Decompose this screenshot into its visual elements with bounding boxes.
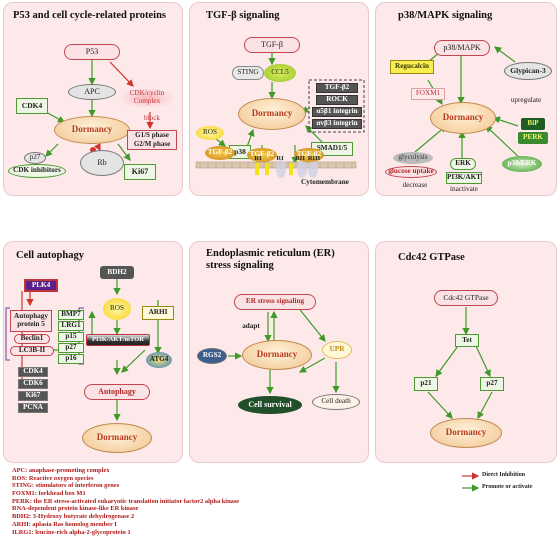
node-tgfb2-c: TGF-β2 <box>294 148 324 162</box>
node-cdk-inhibitors: CDK inhibitors <box>8 164 66 178</box>
abbreviation-list: APC: anaphase-promoting complex ROS: Rea… <box>12 467 452 536</box>
panel-title-p53: P53 and cell cycle-related proteins <box>13 10 166 21</box>
node-cell-survival: Cell survival <box>238 396 302 414</box>
node-dormancy-mapk: Dormancy <box>430 102 496 134</box>
label-inactivate: inactivate <box>450 185 478 194</box>
node-glypican: Glypican-3 <box>504 62 552 80</box>
node-a5b1-integrin: α5β1 integrin <box>312 107 362 117</box>
node-ki67-autophagy: Ki67 <box>18 391 48 401</box>
receptor-ri-2: RI <box>276 154 284 162</box>
panel-title-er-1: Endoplasmic reticulum (ER) <box>206 248 335 259</box>
node-dormancy-tgf: Dormancy <box>238 98 306 130</box>
abbr-ros: ROS: Reactive oxygen species <box>12 474 94 482</box>
abbr-arhi: ARHI: aplasia Ras homolog member I <box>12 520 117 528</box>
receptor-riii: RIII <box>307 154 321 162</box>
node-tgfb2-box: TGF-β2 <box>316 83 358 93</box>
node-cdk4: CDK4 <box>16 98 48 114</box>
abbr-ilrg1: ILRG1: leucine-rich alpha-2-glycoprotein… <box>12 528 131 536</box>
node-rock: ROCK <box>316 95 358 105</box>
node-glucose-uptake: glucose uptake <box>385 166 437 178</box>
panel-title-mapk: p38/MAPK signaling <box>398 10 493 21</box>
node-tgfb2-b: TGF-β2 <box>247 148 277 162</box>
node-cdk4-autophagy: CDK4 <box>18 367 48 377</box>
node-p16: p16 <box>58 354 84 364</box>
node-bdh2: BDH2 <box>100 266 134 279</box>
node-p15: p15 <box>58 332 84 342</box>
panel-title-er-2: stress signaling <box>206 260 274 271</box>
node-autophagy-protein5: Autophagy protein 5 <box>10 310 52 332</box>
panel-title-autophagy: Cell autophagy <box>16 250 84 261</box>
panel-title-tgf: TGF-β signaling <box>206 10 280 21</box>
node-pi3k-akt-mtor: PI3K/AKT/mTOR <box>86 334 150 346</box>
node-cdk6: CDK6 <box>18 379 48 389</box>
node-avb3-integrin: αvβ3 integrin <box>312 119 362 129</box>
node-p53: P53 <box>64 44 120 60</box>
node-upr: UPR <box>322 341 352 359</box>
label-upregulate: upregulate <box>510 96 542 105</box>
node-autophagy: Autophagy <box>84 384 150 400</box>
label-decrease: decrease <box>402 181 428 190</box>
node-perk: PERK <box>518 132 548 144</box>
node-g2m: G2/M phase <box>127 140 177 150</box>
node-atg4: ATG4 <box>146 352 172 368</box>
legend-promote-activate: Promote or activate <box>482 484 533 490</box>
panel-title-cdc42: Cdc42 GTPase <box>398 252 465 263</box>
node-glycolysis: glycolysis <box>393 152 433 164</box>
label-block: block <box>144 114 160 123</box>
receptor-ri: RI <box>254 154 262 162</box>
abbr-foxm1: FOXM1: forkhead box M1 <box>12 490 86 498</box>
node-tgfb2-a: TGF-β2 <box>205 146 235 160</box>
legend-direct-inhibition: Direct Inhibition <box>482 472 526 478</box>
abbr-perk: PERK: the ER stress-activated eukaryotic… <box>12 497 240 505</box>
node-cdc42: Cdc42 GTPase <box>434 290 498 306</box>
node-foxm1: FOXM1 <box>411 88 445 100</box>
node-dormancy-cdc42: Dormancy <box>430 418 502 448</box>
node-p27-autophagy: p27 <box>58 343 84 353</box>
node-pcna: PCNA <box>18 403 48 413</box>
node-cdk-cyclin: CDK/cyclin Complex <box>118 87 176 109</box>
node-ki67-p53: Ki67 <box>124 164 156 180</box>
node-dormancy-autophagy: Dormancy <box>82 423 152 453</box>
node-lc3b: LC3B-II <box>10 346 54 356</box>
node-ros-autophagy: ROS <box>103 298 131 320</box>
abbr-apc: APC: anaphase-promoting complex <box>12 467 110 474</box>
label-cytomembrane: Cytomembrane <box>301 178 349 187</box>
node-ccl5: CCL5 <box>264 64 296 82</box>
label-adapt: adapt <box>242 322 260 331</box>
node-regucalcin: Regucalcin <box>390 60 434 74</box>
node-g1s: G1/S phase <box>127 130 177 140</box>
node-tet: Tet <box>455 334 479 347</box>
node-dormancy-er: Dormancy <box>242 340 312 370</box>
node-er-stress: ER stress signaling <box>234 294 316 310</box>
node-p38mapk: p38/MAPK <box>434 40 490 56</box>
node-p38erk: p38/ERK <box>502 156 542 172</box>
node-cell-death: Cell death <box>312 394 360 410</box>
node-p27-p53: p27 <box>24 152 46 164</box>
node-bmp7: BMP7 <box>58 310 84 320</box>
node-p27-cdc42: p27 <box>480 377 504 391</box>
node-apc: APC <box>68 84 116 100</box>
node-sting: STING <box>232 66 264 80</box>
node-rb: Rb <box>80 150 124 176</box>
node-rgs2: RGS2 <box>197 348 227 364</box>
abbr-bdh2: BDH2: 3-Hydroxy butyrate dehydrogenase 2 <box>12 513 135 521</box>
node-ros-tgf: ROS <box>196 126 224 140</box>
node-arhi: ARHI <box>142 306 174 320</box>
node-erk: ERK <box>450 158 476 170</box>
abbr-perk-2: RNA-dependent protein kinase-like ER kin… <box>12 505 139 513</box>
node-p21: p21 <box>414 377 438 391</box>
node-tgfb: TGF-β <box>244 37 300 53</box>
node-beclin1: Beclin1 <box>14 334 50 344</box>
receptor-rii: RII <box>295 154 305 162</box>
node-plk4: PLK4 <box>24 279 58 292</box>
node-lrg1: LRG1 <box>58 321 84 331</box>
node-bip: BiP <box>521 118 545 130</box>
node-pi3k-akt: PI3K/AKT <box>446 172 482 184</box>
node-dormancy-p53: Dormancy <box>54 116 130 144</box>
abbr-sting: STING: stimulators of interferon genes <box>12 482 120 490</box>
